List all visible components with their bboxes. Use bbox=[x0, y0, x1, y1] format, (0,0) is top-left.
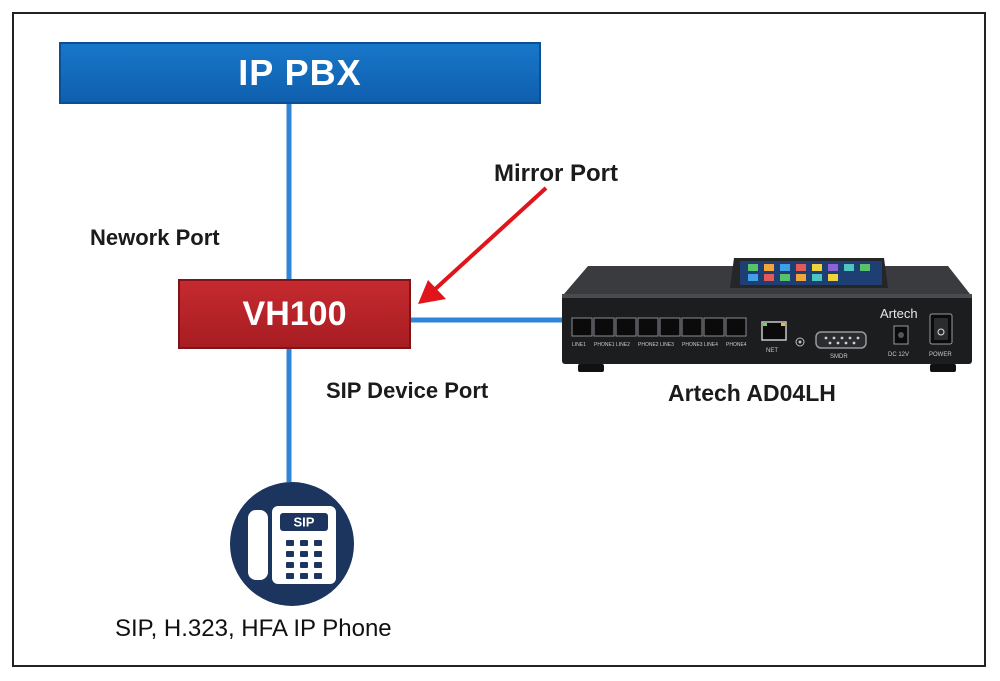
rj11-ports bbox=[571, 317, 747, 337]
port-label-line2: LINE2 bbox=[616, 342, 630, 348]
ip-pbx-box: IP PBX bbox=[59, 42, 541, 104]
sip-phone-icon: SIP bbox=[230, 482, 354, 606]
ip-phone-label: SIP, H.323, HFA IP Phone bbox=[115, 615, 392, 642]
diagram-frame bbox=[12, 12, 986, 667]
sip-badge-text: SIP bbox=[294, 515, 315, 530]
mirror-arrow-head bbox=[418, 280, 446, 304]
vh100-label: VH100 bbox=[242, 294, 347, 333]
port-label-line3: LINE3 bbox=[660, 342, 674, 348]
port-label-line4: LINE4 bbox=[704, 342, 718, 348]
port-label-line1: LINE1 bbox=[572, 342, 586, 348]
mirror-arrow-shaft bbox=[430, 186, 548, 294]
net-port-icon bbox=[761, 321, 787, 341]
dc-label: DC 12V bbox=[888, 352, 909, 358]
port-label-phone2: PHONE2 bbox=[638, 342, 659, 348]
port-label-phone1: PHONE1 bbox=[594, 342, 615, 348]
smdr-label: SMDR bbox=[830, 354, 848, 360]
vh100-box: VH100 bbox=[178, 279, 411, 349]
port-label-phone4: PHONE4 bbox=[726, 342, 747, 348]
device-brand-label: Artech bbox=[880, 306, 918, 321]
smdr-port-icon bbox=[815, 331, 867, 349]
sip-device-port-label: SIP Device Port bbox=[326, 378, 489, 403]
mirror-port-label: Mirror Port bbox=[494, 160, 619, 187]
artech-device-icon: LINE1 PHONE1 LINE2 PHONE2 LINE3 PHONE3 L… bbox=[562, 258, 972, 372]
net-label: NET bbox=[766, 348, 778, 354]
port-label-group: LINE1 PHONE1 LINE2 PHONE2 LINE3 PHONE3 L… bbox=[572, 342, 747, 348]
port-label-phone3: PHONE3 bbox=[682, 342, 703, 348]
ip-pbx-label: IP PBX bbox=[238, 52, 362, 93]
artech-device-label: Artech AD04LH bbox=[668, 380, 836, 406]
power-label: POWER bbox=[929, 352, 952, 358]
network-port-label: Nework Port bbox=[90, 225, 220, 250]
